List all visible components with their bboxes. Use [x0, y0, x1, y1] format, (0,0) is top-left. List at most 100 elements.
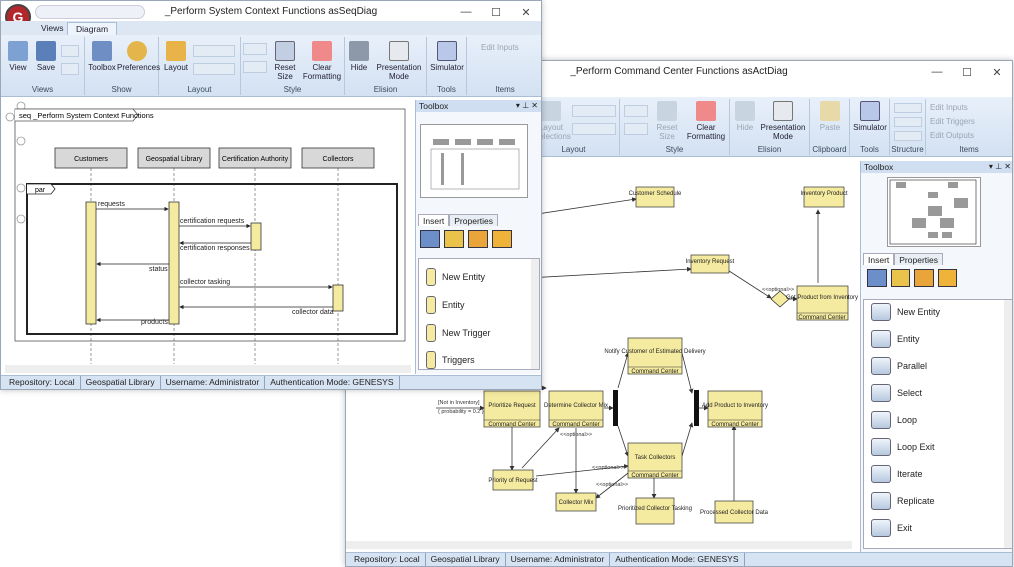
clear-formatting-button[interactable]: Clear Formatting	[684, 101, 728, 141]
horizontal-scrollbar[interactable]	[5, 365, 411, 373]
activation-bar[interactable]	[250, 222, 262, 251]
sequence-diagram-window[interactable]: G _Perform System Context Functions asSe…	[0, 0, 542, 390]
tab-views[interactable]: Views	[41, 23, 64, 33]
activation-bar[interactable]	[168, 201, 180, 325]
pin-close-icon[interactable]: ▾ ⊥ ✕	[515, 101, 538, 110]
style-button-2[interactable]	[624, 123, 648, 135]
item-palette-icon[interactable]	[914, 269, 934, 287]
clear-formatting-button[interactable]: Clear Formatting	[301, 41, 343, 81]
maximize-icon[interactable]: ☐	[491, 6, 501, 19]
minimize-icon[interactable]: —	[931, 66, 943, 78]
handle-icon[interactable]	[16, 136, 26, 146]
align-button[interactable]	[572, 105, 616, 117]
simulator-button[interactable]: Simulator	[429, 41, 465, 72]
title-bar[interactable]: G _Perform System Context Functions asSe…	[1, 1, 541, 30]
distribute-button[interactable]	[572, 123, 616, 135]
node-inventory-product[interactable]: Inventory Product	[800, 186, 848, 208]
toolbox-item-triggers[interactable]: Triggers	[419, 350, 475, 370]
activity-diagram-window[interactable]: _Perform Command Center Functions asActD…	[345, 60, 1013, 567]
horizontal-scrollbar[interactable]	[346, 541, 852, 549]
structure-button-3[interactable]	[894, 131, 922, 141]
par-fragment[interactable]	[26, 183, 398, 335]
reset-size-button[interactable]: Reset Size	[269, 41, 301, 81]
tab-properties[interactable]: Properties	[449, 214, 499, 226]
node-processed-collector-data[interactable]: Processed Collector Data	[700, 500, 769, 524]
toolbox-scrollbar[interactable]	[1004, 300, 1012, 548]
views-small-button-1[interactable]	[61, 45, 79, 57]
toolbox-item-exit[interactable]: Exit	[864, 518, 912, 538]
style-button-1[interactable]	[624, 105, 648, 117]
tab-insert[interactable]: Insert	[863, 253, 895, 265]
lifeline-geospatial-library[interactable]: Geospatial Library	[137, 147, 211, 169]
layout-button[interactable]: Layout	[161, 41, 191, 72]
toolbox-item-loop[interactable]: Loop	[864, 410, 917, 430]
node-priority-of-request[interactable]: Priority of Request	[488, 469, 538, 491]
toolbox-scrollbar[interactable]	[531, 259, 539, 369]
paste-button[interactable]: Paste	[814, 101, 846, 132]
minimize-icon[interactable]: —	[460, 6, 472, 18]
sequence-diagram-canvas[interactable]: seq _Perform System Context Functions Cu…	[1, 98, 413, 364]
views-small-button-2[interactable]	[61, 63, 79, 75]
toolbox-item-entity[interactable]: Entity	[864, 329, 920, 349]
toolbox-item-new-trigger[interactable]: New Trigger	[419, 323, 491, 343]
presentation-mode-button[interactable]: Presentation Mode	[758, 101, 808, 141]
save-button[interactable]: Save	[33, 41, 59, 72]
select-diamond[interactable]	[770, 290, 790, 308]
function-palette-icon[interactable]	[444, 230, 464, 248]
lifeline-collectors[interactable]: Collectors	[301, 147, 375, 169]
edit-triggers-button[interactable]: Edit Triggers	[930, 117, 975, 126]
tab-insert[interactable]: Insert	[418, 214, 450, 226]
style-button-1[interactable]	[243, 43, 267, 55]
presentation-mode-button[interactable]: Presentation Mode	[373, 41, 425, 81]
activation-bar[interactable]	[85, 201, 97, 325]
handle-icon[interactable]	[16, 214, 26, 224]
toolbox-item-loop-exit[interactable]: Loop Exit	[864, 437, 935, 457]
node-collector-mix[interactable]: Collector Mix	[555, 492, 597, 512]
sequence-diagram[interactable]: seq _Perform System Context Functions Cu…	[1, 98, 413, 364]
view-button[interactable]: View	[5, 41, 31, 72]
activity-diagram[interactable]: Customer Schedule Inventory Product Inve…	[346, 158, 860, 553]
align-button[interactable]	[193, 45, 235, 57]
entity-palette-icon[interactable]	[420, 230, 440, 248]
activation-bar[interactable]	[332, 284, 344, 312]
structure-button-1[interactable]	[894, 103, 922, 113]
structure-button-2[interactable]	[894, 117, 922, 127]
toolbox-button[interactable]: Toolbox	[87, 41, 117, 72]
hide-button[interactable]: Hide	[734, 101, 756, 132]
node-notify-customer[interactable]: Notify Customer of Estimated DeliveryCom…	[604, 337, 706, 375]
handle-icon[interactable]	[16, 183, 26, 193]
toolbox-item-parallel[interactable]: Parallel	[864, 356, 927, 376]
edit-outputs-button[interactable]: Edit Outputs	[930, 131, 975, 140]
tab-properties[interactable]: Properties	[894, 253, 944, 265]
function-palette-icon[interactable]	[890, 269, 910, 287]
toolbox-item-select[interactable]: Select	[864, 383, 922, 403]
resource-palette-icon[interactable]	[937, 269, 957, 287]
toolbox-item-replicate[interactable]: Replicate	[864, 491, 935, 511]
quick-access-toolbar[interactable]	[35, 5, 145, 19]
activity-diagram-canvas[interactable]: Customer Schedule Inventory Product Inve…	[346, 158, 860, 553]
toolbox-item-entity[interactable]: Entity	[419, 295, 465, 315]
toolbox-item-iterate[interactable]: Iterate	[864, 464, 923, 484]
distribute-button[interactable]	[193, 63, 235, 75]
close-icon[interactable]: ✕	[521, 6, 531, 19]
edit-inputs-button[interactable]: Edit Inputs	[481, 43, 519, 52]
preferences-button[interactable]: Preferences	[117, 41, 160, 72]
item-palette-icon[interactable]	[468, 230, 488, 248]
node-prioritized-collector-tasking[interactable]: Prioritized Collector Tasking	[618, 497, 692, 525]
maximize-icon[interactable]: ☐	[962, 66, 972, 79]
layout-selections-button[interactable]: Layout Selections	[534, 101, 571, 141]
sequence-frame[interactable]	[14, 108, 406, 342]
lifeline-certification-authority[interactable]: Certification Authority	[218, 147, 292, 169]
handle-icon[interactable]	[5, 112, 15, 122]
close-icon[interactable]: ✕	[992, 66, 1002, 79]
diagram-preview[interactable]	[887, 177, 981, 247]
entity-palette-icon[interactable]	[867, 269, 887, 287]
simulator-button[interactable]: Simulator	[852, 101, 888, 132]
pin-close-icon[interactable]: ▾ ⊥ ✕	[988, 162, 1011, 171]
toolbox-item-new-entity[interactable]: New Entity	[419, 267, 485, 287]
